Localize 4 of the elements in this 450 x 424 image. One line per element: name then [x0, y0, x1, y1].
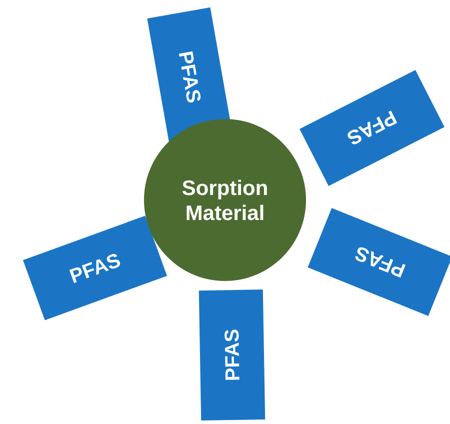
- pfas-box: PFAS: [300, 70, 444, 186]
- pfas-box: PFAS: [22, 216, 168, 320]
- pfas-box: PFAS: [198, 289, 266, 421]
- pfas-box: PFAS: [308, 208, 450, 316]
